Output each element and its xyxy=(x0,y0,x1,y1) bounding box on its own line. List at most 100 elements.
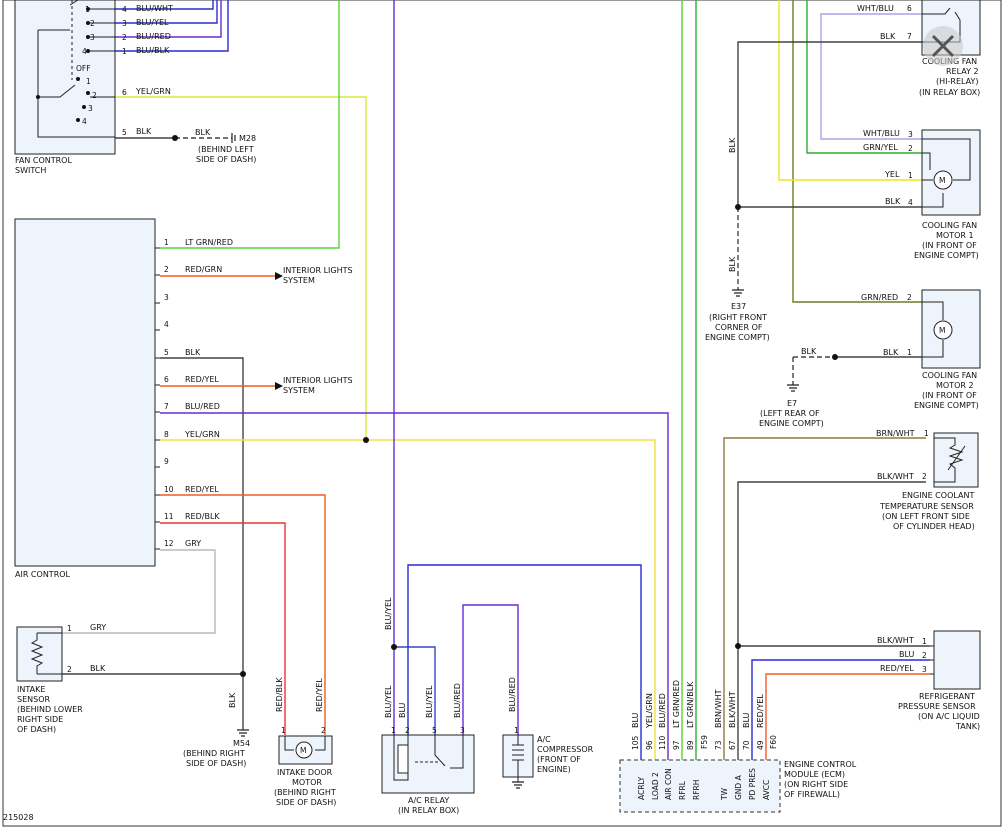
switch-pos-3b: 3 xyxy=(88,104,93,113)
pin-number: 2 xyxy=(405,726,410,735)
component-title: (HI-RELAY) xyxy=(936,77,979,86)
wire-label: WHT/BLU xyxy=(857,4,894,13)
thermistor-icon xyxy=(934,437,966,483)
switch-pos-1: 1 xyxy=(85,5,90,14)
wire-blk-wht xyxy=(737,481,926,760)
pin-number: 1 xyxy=(122,47,127,56)
close-button[interactable] xyxy=(923,26,963,66)
wire-label: BLU/BLK xyxy=(136,46,170,55)
wire-red-blk-door xyxy=(160,522,286,735)
wire-label: BLU/RED xyxy=(136,32,171,41)
wire-label: BRN/WHT xyxy=(876,429,915,438)
intake-door-motor: RED/BLK RED/YEL 1 2 M INTAKE DOOR MOTOR … xyxy=(274,677,336,807)
pin-number: 3 xyxy=(922,665,927,674)
component-location: RIGHT SIDE xyxy=(17,715,63,724)
ground-e37: BLK BLK E37 (RIGHT FRONT CORNER OF ENGIN… xyxy=(705,137,770,342)
pin-number: 110 xyxy=(658,735,667,750)
ground-location: (BEHIND LEFT xyxy=(198,145,254,154)
pin-number: 4 xyxy=(164,320,169,329)
component-title: ENGINE CONTROL xyxy=(784,760,857,769)
pin-number: 70 xyxy=(742,740,751,750)
component-location: (FRONT OF xyxy=(537,755,581,764)
pin-number: 2 xyxy=(922,651,927,660)
fan-switch-box xyxy=(14,0,116,155)
component-title: ENGINE COOLANT xyxy=(902,491,974,500)
component-location: ENGINE) xyxy=(537,765,571,774)
pin-number: 5 xyxy=(122,128,127,137)
switch-contact xyxy=(38,84,76,98)
close-icon[interactable] xyxy=(931,34,955,58)
ground-icon xyxy=(237,729,249,737)
pin-number: 3 xyxy=(122,19,127,28)
wire-label: RED/YEL xyxy=(185,485,219,494)
wire-label: LT GRN/BLK xyxy=(686,681,695,728)
pin-number: 1 xyxy=(922,637,927,646)
component-title: MOTOR xyxy=(292,778,322,787)
wire-blu-red xyxy=(115,0,222,38)
junction-dot xyxy=(363,437,369,443)
pin-number: 67 xyxy=(728,740,737,750)
component-location: TANK) xyxy=(955,722,980,731)
wire-label: BLK xyxy=(883,348,899,357)
wire-blu-red-ac7 xyxy=(160,412,669,760)
wire-label: BLU xyxy=(742,712,751,728)
wire-label: RED/BLK xyxy=(275,677,284,712)
wire-blu-red-compressor xyxy=(462,604,519,735)
motor-symbol: M xyxy=(300,746,306,755)
pin-number: 5 xyxy=(164,348,169,357)
ground-location: ENGINE COMPT) xyxy=(759,419,824,428)
motor-wires xyxy=(284,736,326,751)
ground-icon xyxy=(231,133,236,143)
wire-label: GRN/YEL xyxy=(863,143,898,152)
ecm-pin-signal: TW xyxy=(720,787,729,801)
motor-icon xyxy=(295,741,313,759)
wire-label: BLU xyxy=(899,650,915,659)
pin-number: 4 xyxy=(122,5,127,14)
wire-blu-refrig xyxy=(751,659,930,760)
wire-label: GRY xyxy=(90,623,106,632)
component-title: COOLING FAN xyxy=(922,221,977,230)
wire-label: GRY xyxy=(185,539,201,548)
ground-icon xyxy=(732,289,744,297)
component-title: TEMPERATURE SENSOR xyxy=(879,502,974,511)
component-location: (ON A/C LIQUID xyxy=(918,712,980,721)
wire-label: RED/GRN xyxy=(185,265,222,274)
pin-number: 2 xyxy=(922,472,927,481)
ecm-box xyxy=(619,759,781,813)
wire-blk-relay xyxy=(737,41,922,207)
pin-number: 105 xyxy=(631,735,640,750)
pin-number: 10 xyxy=(164,485,174,494)
wire-label: BLK xyxy=(228,692,237,708)
motor-symbol: M xyxy=(939,176,945,185)
switch-node xyxy=(86,21,90,25)
ground-id: M28 xyxy=(239,134,256,143)
ecm-pin-signal: AVCC xyxy=(762,780,771,800)
pin-number: 3 xyxy=(460,726,465,735)
pin-number: 5 xyxy=(432,726,437,735)
wire-lt-grn-red-ac xyxy=(160,0,340,249)
component-title: SWITCH xyxy=(15,166,46,175)
ground-id: M54 xyxy=(233,739,250,748)
ground-location: (LEFT REAR OF xyxy=(760,409,820,418)
wire-label: BLK xyxy=(185,348,201,357)
ecm-pin-signal: LOAD 2 xyxy=(651,772,660,800)
pin-number: 6 xyxy=(164,375,169,384)
ground-location: (RIGHT FRONT xyxy=(709,313,767,322)
wire-label: RED/YEL xyxy=(185,375,219,384)
wire-label: BLU/WHT xyxy=(136,4,173,13)
ecm-pin-signal: RFRL xyxy=(678,780,687,800)
component-title: RELAY 2 xyxy=(946,67,979,76)
component-title: COMPRESSOR xyxy=(537,745,594,754)
wire-group xyxy=(62,0,930,760)
pin-number: 1 xyxy=(164,238,169,247)
switch-node xyxy=(82,105,86,109)
switch-node xyxy=(76,118,80,122)
wire-label: BLK xyxy=(885,197,901,206)
component-title: COOLING FAN xyxy=(922,371,977,380)
air-control-box xyxy=(14,218,156,567)
ground-m54: BLK M54 (BEHIND RIGHT SIDE OF DASH) xyxy=(183,692,250,768)
wire-label: BLU/YEL xyxy=(384,597,393,630)
